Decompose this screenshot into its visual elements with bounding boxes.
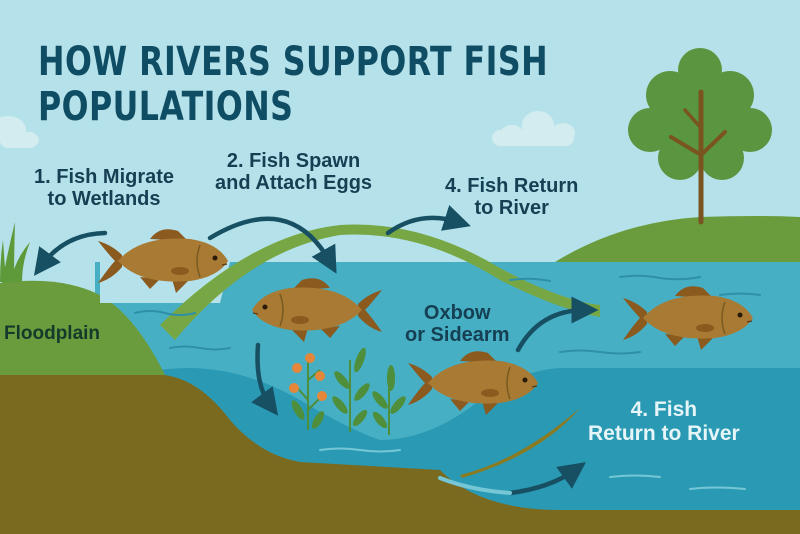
step-2-label: 2. Fish Spawn and Attach Eggs [215, 150, 372, 195]
arrow-tail [438, 476, 512, 495]
step-4-upper-line-2: to River [474, 197, 549, 220]
curved-arrow-icon [507, 462, 586, 496]
aquatic-plant-icon [289, 353, 327, 430]
page-title: HOW RIVERS SUPPORT FISH POPULATIONS [38, 40, 548, 130]
step-1-line-2: to Wetlands [47, 188, 161, 211]
tree-icon [628, 48, 772, 225]
aquatic-plant-icon [332, 347, 370, 432]
cloud-icon [492, 111, 575, 146]
oxbow-bank-band [160, 224, 600, 340]
step-1-label: 1. Fish Migrate to Wetlands [34, 166, 174, 211]
step-4-lower-line-1: 4. Fish [630, 398, 698, 421]
curved-arrow-icon [207, 216, 337, 274]
water-ripples [134, 274, 761, 355]
curved-arrow-icon [515, 296, 599, 353]
curved-arrow-icon [251, 342, 279, 416]
step-4-lower-line-2: Return to River [588, 421, 740, 445]
title-line-2: POPULATIONS [38, 83, 294, 130]
step-4-lower-label: 4. Fish Return to River [588, 398, 740, 445]
step-2-line-2: and Attach Eggs [215, 172, 373, 195]
cloud-icon [0, 116, 39, 148]
grass-icon [0, 222, 30, 283]
oxbow-label: Oxbow or Sidearm [405, 302, 509, 347]
step-4-upper-label: 4. Fish Return to River [445, 175, 578, 220]
oxbow-line-2: or Sidearm [405, 324, 510, 347]
aquatic-plant-icon [372, 365, 406, 435]
step-1-line-1: 1. Fish Migrate [34, 166, 175, 188]
floodplain-hill [0, 280, 165, 375]
step-4-upper-line-1: 4. Fish Return [445, 175, 579, 197]
curved-arrow-icon [33, 230, 108, 276]
step-2-line-1: 2. Fish Spawn [226, 150, 361, 172]
title-line-1: HOW RIVERS SUPPORT FISH [38, 39, 549, 85]
soil-bank [0, 375, 800, 534]
floodplain-label: Floodplain [4, 323, 101, 344]
oxbow-line-1: Oxbow [423, 302, 491, 324]
right-hill [555, 216, 800, 262]
curved-arrow-icon [385, 205, 471, 236]
